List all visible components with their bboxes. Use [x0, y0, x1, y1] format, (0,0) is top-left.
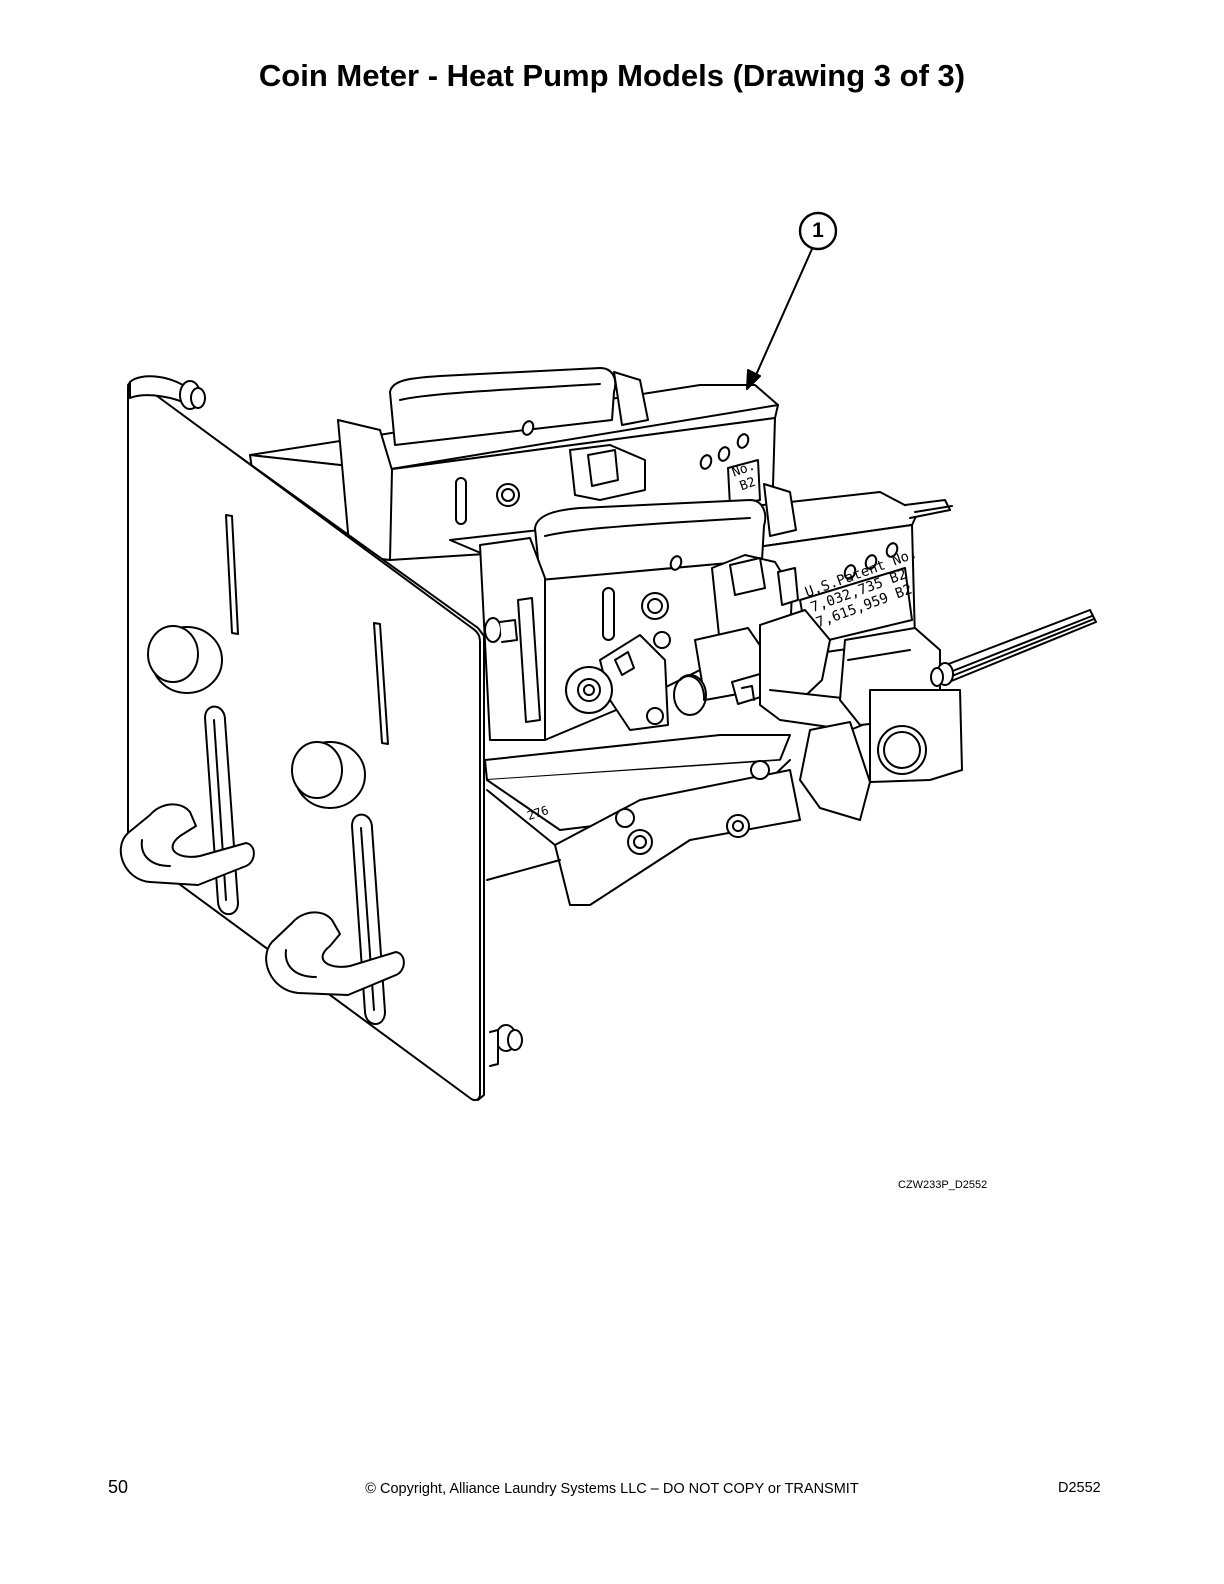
- copyright-notice: © Copyright, Alliance Laundry Systems LL…: [365, 1481, 859, 1497]
- front-meter-assembly: [449, 483, 1097, 906]
- u-handle-lower: [265, 911, 405, 996]
- page-title: Coin Meter - Heat Pump Models (Drawing 3…: [258, 58, 966, 93]
- callout-1-leader: [746, 211, 838, 390]
- u-handle-upper: [119, 803, 255, 886]
- callout-1-number: 1: [812, 219, 824, 242]
- drawing-id: CZW233P_D2552: [898, 1179, 988, 1191]
- document-code: D2552: [1058, 1480, 1101, 1496]
- page-number: 50: [108, 1477, 129, 1497]
